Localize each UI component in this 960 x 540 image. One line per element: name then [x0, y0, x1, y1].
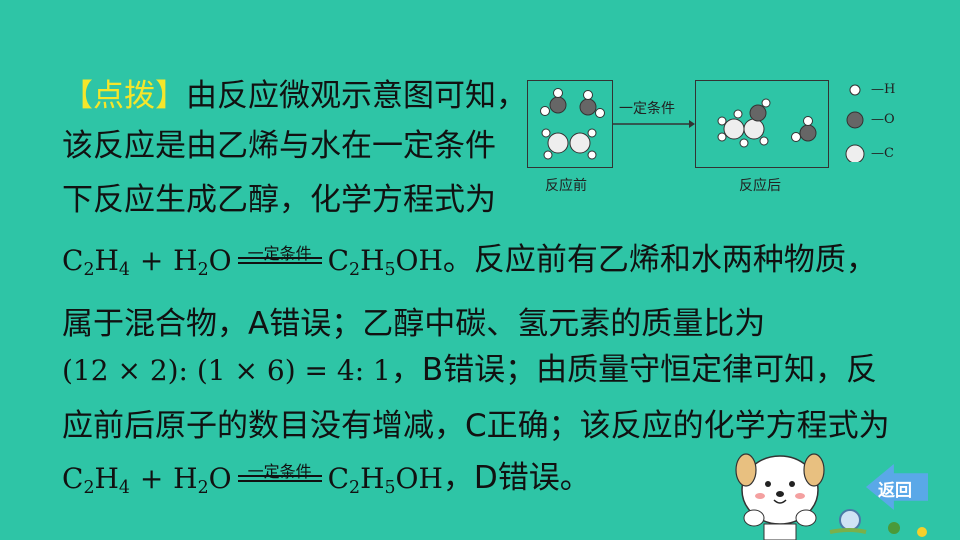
back-button-label[interactable]: 返回 [878, 481, 912, 501]
before-molecules [540, 88, 605, 160]
equation-plus: + [139, 244, 164, 277]
arrow-condition-label: 一定条件 [619, 101, 675, 117]
equation-reactant-water: H2O [173, 244, 232, 281]
text-line-6-content: ，B错误；由质量守恒定律可知，反 [390, 352, 878, 388]
after-box [695, 80, 829, 168]
equation2-product-ethanol: C2H5OH [327, 462, 443, 499]
text-line-1: 【点拨】由反应微观示意图可知， [62, 76, 527, 116]
text-line-5: 属于混合物，A错误；乙醇中碳、氢元素的质量比为 [62, 306, 766, 342]
condition-label: 一定条件 [247, 244, 312, 263]
text-line-2: 该反应是由乙烯与水在一定条件 [62, 128, 496, 164]
reaction-condition: 一定条件 [237, 240, 322, 280]
equation-product-ethanol: C2H5OH [327, 244, 443, 281]
before-caption: 反应前 [545, 178, 587, 194]
text-line-3: 下反应生成乙醇，化学方程式为 [62, 182, 496, 218]
before-box [527, 80, 613, 168]
snail-decoration-icon [829, 509, 927, 537]
text-line-6: (12 × 2): (1 × 6) = 4: 1，B错误；由质量守恒定律可知，反 [62, 350, 877, 391]
legend-hydrogen: —H [871, 82, 896, 97]
mass-ratio-math: (12 × 2): (1 × 6) = 4: 1 [62, 354, 391, 387]
reaction-arrow-icon [613, 120, 695, 128]
reaction-condition-2: 一定条件 [237, 458, 322, 498]
text-line-7: 应前后原子的数目没有增减，C正确；该反应的化学方程式为 [62, 408, 890, 444]
legend-oxygen: —O [871, 112, 895, 127]
equation-line-1-suffix: 。反应前有乙烯和水两种物质， [442, 242, 877, 278]
equation2-plus: + [139, 462, 164, 495]
equation-line-1: C2H4 + H2O 一定条件 C2H5OH。反应前有乙烯和水两种物质， [62, 240, 877, 281]
equation2-reactant-ethylene: C2H4 [62, 462, 130, 499]
equation-line-2: C2H4 + H2O 一定条件 C2H5OH，D错误。 [62, 458, 591, 499]
after-molecules [717, 98, 817, 148]
reaction-micro-diagram: 反应前 一定条件 反应后 —H —O —C [527, 72, 927, 202]
equation-line-2-suffix: ，D错误。 [442, 460, 591, 496]
condition-label-2: 一定条件 [247, 462, 312, 481]
legend-icons [845, 84, 865, 162]
legend-carbon: —C [871, 146, 894, 161]
equation2-reactant-water: H2O [173, 462, 232, 499]
equation-reactant-ethylene: C2H4 [62, 244, 130, 281]
after-caption: 反应后 [739, 178, 781, 194]
tip-tag: 【点拨】 [62, 78, 186, 114]
text-line-1-content: 由反应微观示意图可知， [186, 78, 527, 114]
puppy-mascot-icon [735, 453, 825, 540]
